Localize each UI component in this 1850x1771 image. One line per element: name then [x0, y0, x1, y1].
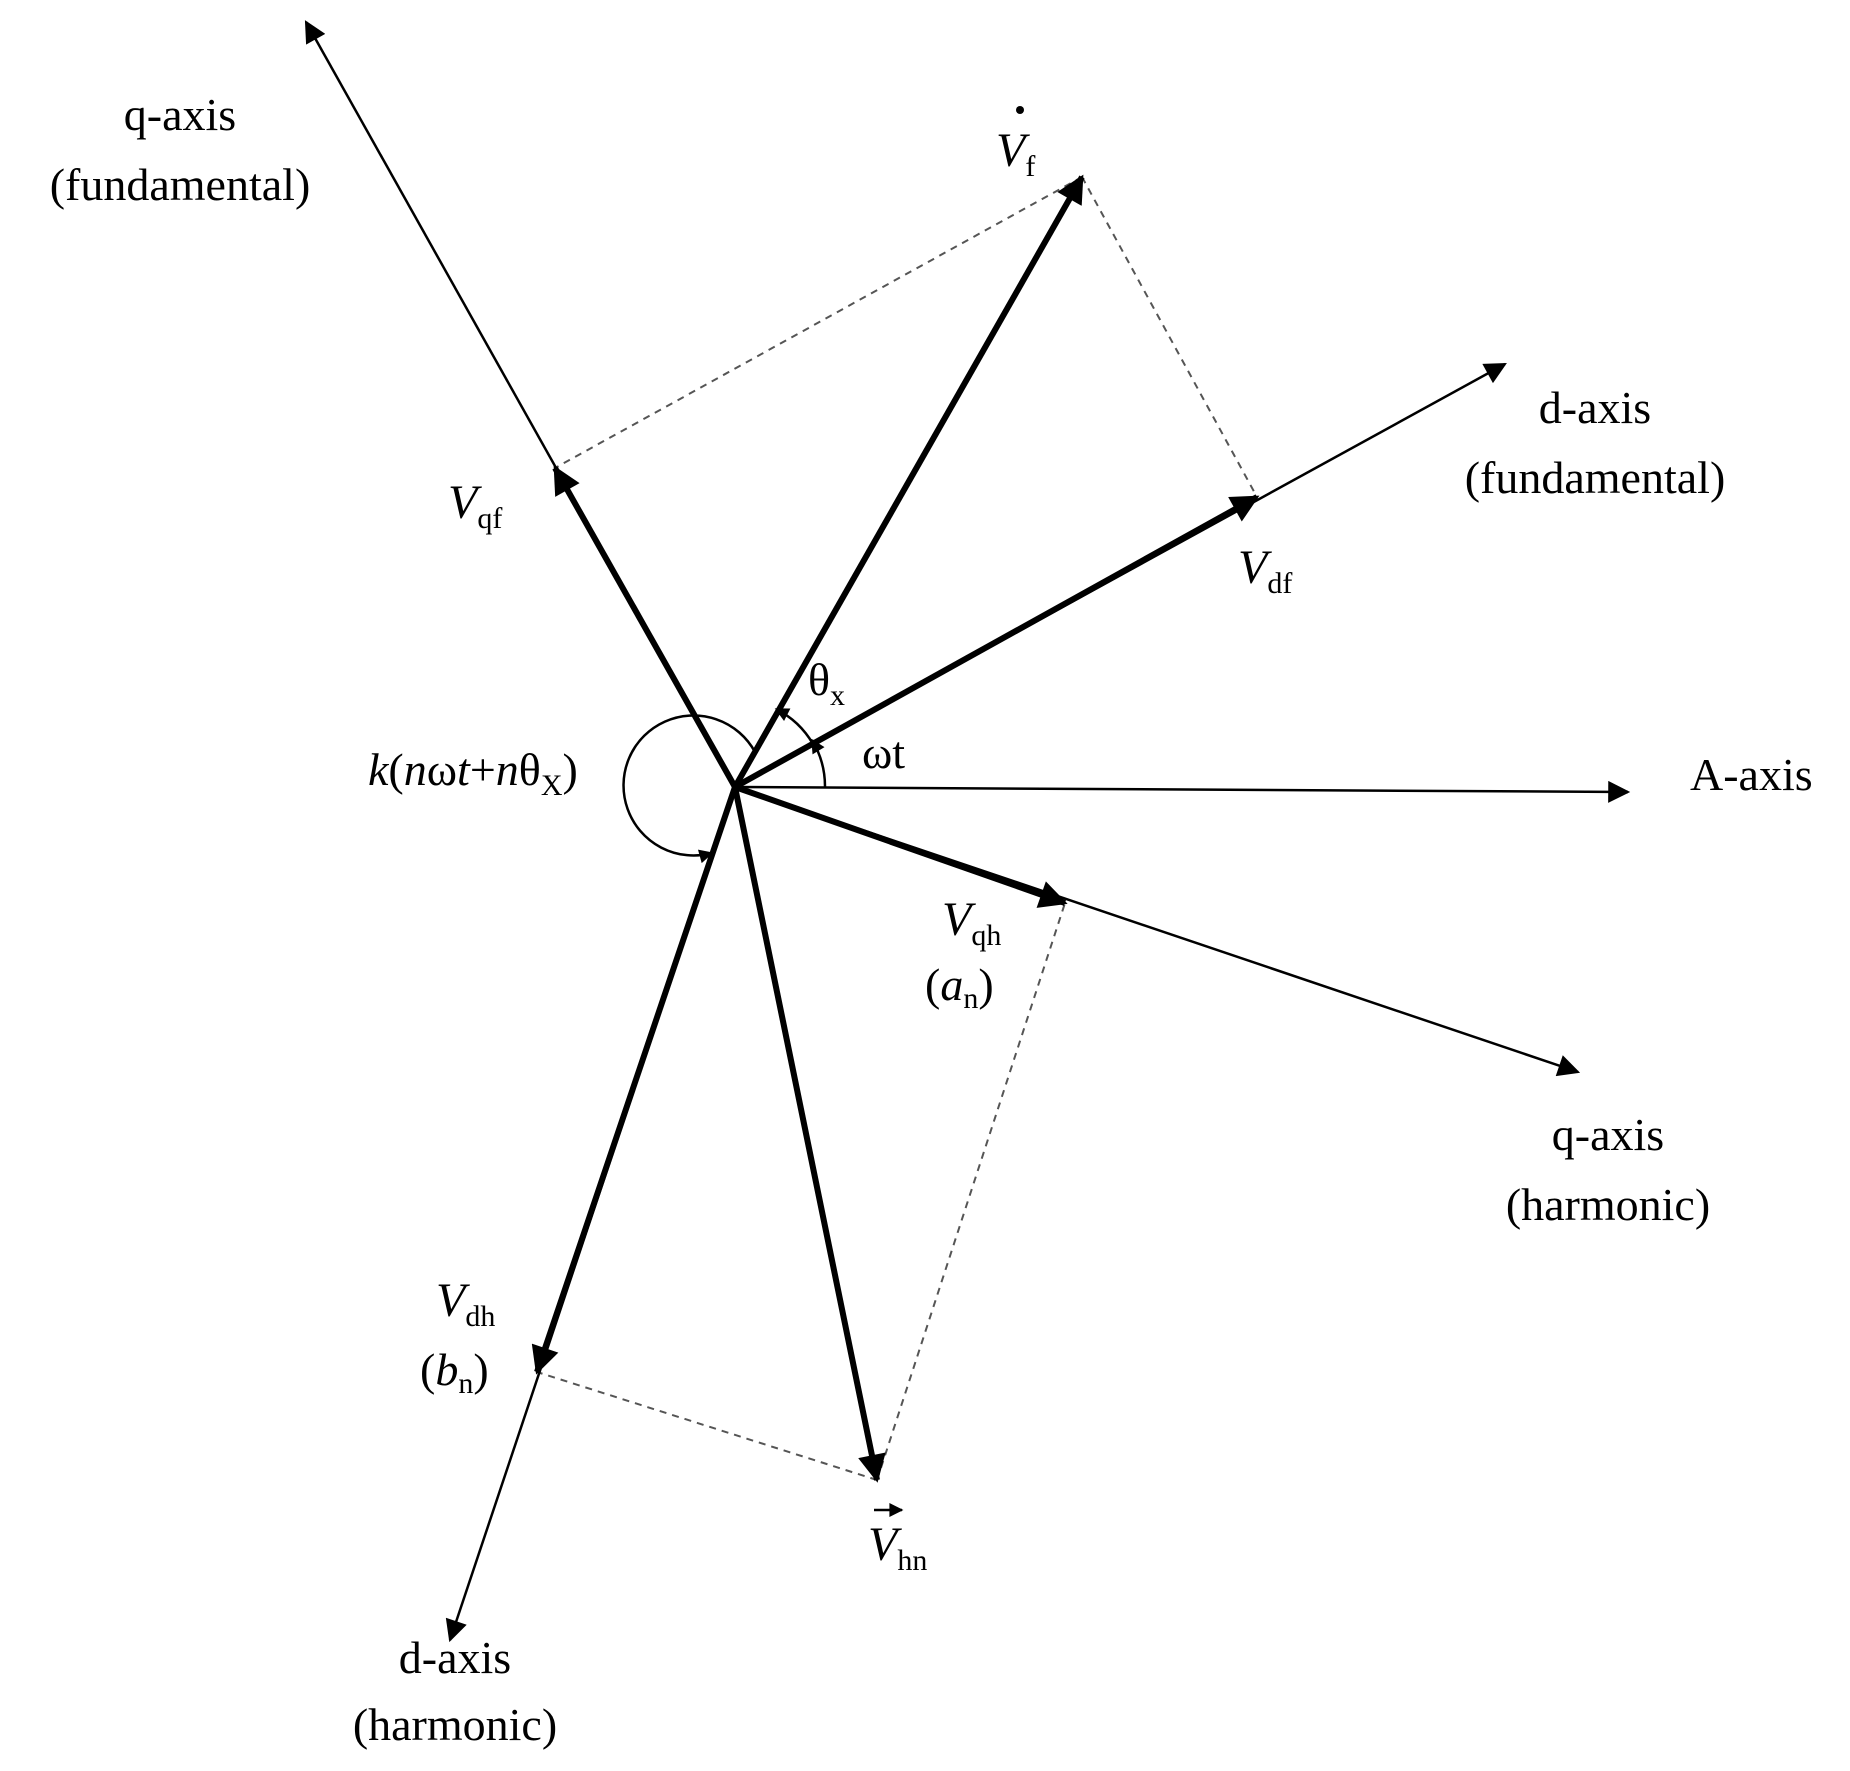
q-axis-harmonic-label-2: (harmonic) — [1506, 1179, 1710, 1230]
label-bn-open: ( — [420, 1344, 435, 1395]
harm-theta: θ — [519, 744, 541, 795]
label-vhn: Vhn — [868, 1518, 927, 1577]
label-vdf: Vdf — [1238, 541, 1292, 600]
proj-vhn-to-qh — [876, 902, 1066, 1481]
label-theta-x-main: θ — [808, 654, 830, 705]
reference-axes — [304, 20, 1631, 1643]
vector-vhn — [732, 786, 886, 1483]
label-vqf: Vqf — [448, 476, 502, 535]
q-axis-fundamental-label-2: (fundamental) — [50, 159, 311, 210]
harm-k: k — [368, 744, 390, 795]
vector-vdf — [733, 494, 1260, 790]
label-vdh-sub: dh — [465, 1300, 495, 1333]
d-axis-fundamental-label-2: (fundamental) — [1465, 452, 1726, 503]
label-vf-sub: f — [1025, 150, 1035, 183]
phasor-vectors — [531, 174, 1260, 1483]
label-vqh: Vqh — [942, 893, 1001, 952]
proj-vhn-to-dh — [536, 1371, 878, 1481]
vector-vqf — [552, 465, 738, 789]
harm-open: ( — [388, 744, 403, 795]
label-bn-close: ) — [473, 1344, 488, 1395]
proj-vf-to-df — [1081, 176, 1258, 498]
vector-labels: Vf Vqf Vdf Vqh (an) Vdh (bn) Vhn — [420, 106, 1292, 1577]
label-vhn-main: V — [868, 1518, 902, 1571]
harm-close: ) — [562, 744, 577, 795]
harm-sub: X — [541, 769, 563, 802]
projection-lines — [536, 176, 1258, 1481]
label-vf: Vf — [996, 124, 1035, 183]
vf-dot-accent — [1016, 106, 1024, 114]
label-an: (an) — [925, 959, 994, 1015]
harm-n1: n — [404, 744, 427, 795]
harm-omega: ω — [427, 744, 457, 795]
label-vdf-sub: df — [1267, 567, 1292, 600]
q-axis-harmonic-label: q-axis — [1552, 1109, 1664, 1160]
label-an-close: ) — [978, 959, 993, 1010]
label-vqf-sub: qf — [477, 502, 502, 535]
angle-arcs — [622, 707, 827, 864]
vector-vf — [732, 174, 1085, 789]
q-axis-fundamental-label: q-axis — [124, 89, 236, 140]
label-vqf-main: V — [448, 476, 482, 529]
label-an-sub: n — [963, 982, 978, 1015]
label-bn-main: b — [435, 1344, 458, 1395]
harm-t: t — [457, 744, 471, 795]
label-theta-x: θx — [808, 654, 845, 712]
label-vdf-main: V — [1238, 541, 1272, 594]
axis-labels: A-axis q-axis (fundamental) d-axis (fund… — [50, 89, 1813, 1750]
label-vhn-sub: hn — [897, 1544, 927, 1577]
vector-vqh — [734, 784, 1068, 908]
label-omega-t: ωt — [862, 727, 905, 778]
a-axis-line — [734, 780, 1631, 803]
angle-labels: θx ωt k(nωt+nθX) — [368, 654, 905, 802]
harm-plus: + — [470, 744, 496, 795]
harmonic-angle-arc — [622, 714, 757, 864]
label-bn-sub: n — [458, 1367, 473, 1400]
d-axis-fundamental-label: d-axis — [1539, 382, 1651, 433]
label-vdh-main: V — [436, 1274, 470, 1327]
label-theta-x-sub: x — [830, 679, 845, 712]
harm-n2: n — [496, 744, 519, 795]
theta-x-arc — [774, 707, 815, 745]
label-vf-main: V — [996, 124, 1030, 177]
label-an-main: a — [940, 959, 963, 1010]
proj-vf-to-qf — [554, 176, 1083, 469]
label-vqh-sub: qh — [971, 919, 1001, 952]
label-vqh-main: V — [942, 893, 976, 946]
label-an-open: ( — [925, 959, 940, 1010]
label-bn: (bn) — [420, 1344, 489, 1400]
vector-vdh — [531, 786, 738, 1375]
label-vdh: Vdh — [436, 1274, 495, 1333]
label-harmonic-angle: k(nωt+nθX) — [368, 744, 578, 802]
d-axis-harmonic-label: d-axis — [399, 1632, 511, 1683]
d-axis-harmonic-label-2: (harmonic) — [353, 1699, 557, 1750]
a-axis-label: A-axis — [1690, 749, 1813, 800]
origin-point — [732, 784, 738, 790]
omega-t-arc — [810, 738, 827, 789]
